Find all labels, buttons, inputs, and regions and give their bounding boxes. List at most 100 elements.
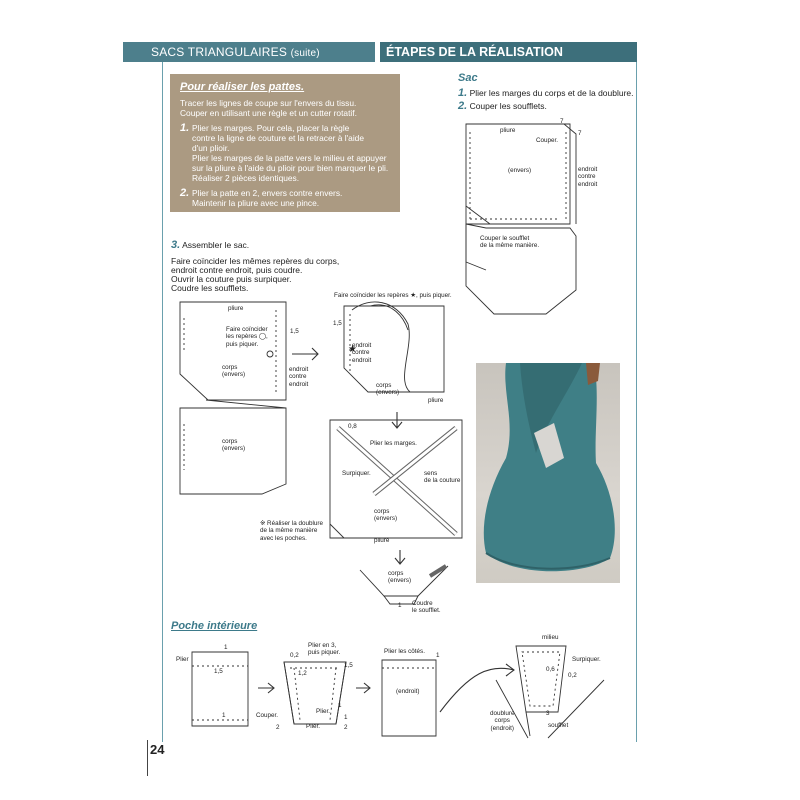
label-line: contre xyxy=(578,173,596,181)
label-line: corps xyxy=(374,508,390,515)
bag-photo-illustration xyxy=(483,363,615,572)
pattes-intro-1: Tracer les lignes de coupe sur l'envers … xyxy=(180,98,357,108)
pattes-step-2-line: Maintenir la pliure avec une pince. xyxy=(192,198,320,208)
label-line: corps xyxy=(222,438,238,445)
label-1-5: 1,5 xyxy=(290,328,299,335)
label-1-2: 1,2 xyxy=(298,670,307,677)
label-milieu: milieu xyxy=(542,634,559,641)
label-2: 2 xyxy=(344,724,348,731)
pattes-title: Pour réaliser les pattes. xyxy=(180,81,305,93)
label-line: (endroit) xyxy=(490,724,514,732)
label-line: (envers) xyxy=(374,515,398,523)
sac-diagram xyxy=(465,123,577,315)
assembly-diagram-2 xyxy=(343,301,445,393)
label-plier: Plier. xyxy=(306,723,320,730)
label-line: puis piquer. xyxy=(308,649,341,657)
label-7: 7 xyxy=(560,118,564,125)
label-plier-marges: Plier les marges. xyxy=(370,440,417,447)
arrow-right-1 xyxy=(292,347,319,361)
label-line: le soufflet. xyxy=(412,607,441,615)
label-1: 1 xyxy=(222,712,226,719)
header-left-text: SACS TRIANGULAIRES xyxy=(151,45,288,59)
label-pliure: pliure xyxy=(428,397,444,404)
sac-title: Sac xyxy=(458,72,478,84)
header-left-title: SACS TRIANGULAIRES (suite) xyxy=(123,42,375,62)
step3-heading: 3. Assembler le sac. xyxy=(171,239,250,251)
label-line: sens xyxy=(424,470,438,477)
label-endroit: (endroit) xyxy=(396,688,420,695)
label-pliure: pliure xyxy=(500,127,516,134)
pocket-arrow-3 xyxy=(439,667,515,713)
arrow-down-2 xyxy=(394,550,406,565)
label-envers: (envers) xyxy=(508,167,532,174)
header-right-title: ÉTAPES DE LA RÉALISATION xyxy=(380,42,637,62)
label-soufflet: soufflet xyxy=(548,722,569,729)
label-line: endroit xyxy=(578,180,598,188)
star-marker: ★ xyxy=(348,344,357,355)
label-line: les repères ◯, xyxy=(226,333,268,341)
label-corps: corps(envers) xyxy=(222,364,245,379)
label-line: Faire coïncider xyxy=(226,326,268,333)
step3-line: Faire coïncider les mêmes repères du cor… xyxy=(171,256,340,266)
label-corps: corps(envers) xyxy=(388,570,411,585)
label-0-6: 0,6 xyxy=(546,666,555,673)
label-1: 1 xyxy=(398,602,402,609)
pocket-diagram-a xyxy=(191,651,249,727)
pocket-arrow-2 xyxy=(356,682,371,694)
step3-line: endroit contre endroit, puis coudre. xyxy=(171,265,303,275)
label-plier: Plier xyxy=(176,656,189,663)
label-0-8: 0,8 xyxy=(348,423,357,430)
label-line: doublure xyxy=(490,710,515,717)
label-pliure: pliure xyxy=(228,305,244,312)
label-1: 1 xyxy=(338,702,342,709)
step3-title: Assembler le sac. xyxy=(182,240,250,250)
label-corps: corps(envers) xyxy=(374,508,397,523)
label-0-2: 0,2 xyxy=(290,652,299,659)
step3-num: 3. xyxy=(171,239,181,251)
label-line: puis piquer. xyxy=(226,340,259,348)
pattes-step-2-num: 2. xyxy=(180,187,190,199)
label-line: endroit xyxy=(289,366,309,373)
sac-step-2-num: 2. xyxy=(458,100,468,112)
label-line: endroit xyxy=(352,356,372,364)
assembly-diagram-3 xyxy=(329,419,463,539)
label-line: Couper le soufflet xyxy=(480,235,530,242)
label-line: (envers) xyxy=(222,445,246,453)
poche-title: Poche intérieure xyxy=(171,620,258,632)
label-couper: Couper. xyxy=(536,137,559,144)
label-line: endroit xyxy=(289,380,309,388)
page-number: 24 xyxy=(150,742,165,757)
bag-photo xyxy=(476,363,620,583)
label-line: de la couture xyxy=(424,477,461,485)
pattes-step-1-line: contre la ligne de couture et la retrace… xyxy=(192,133,364,143)
pattes-step-1-line: d'un plioir. xyxy=(192,143,230,153)
sac-step-1: 1. Plier les marges du corps et de la do… xyxy=(458,88,634,99)
sac-step-2-text: Couper les soufflets. xyxy=(469,101,547,111)
pattes-step-1-line: Réaliser 2 pièces identiques. xyxy=(192,173,300,183)
label-line: (envers) xyxy=(376,389,400,397)
pattes-step-2: 2. Plier la patte en 2, envers contre en… xyxy=(180,187,390,209)
pocket-arrow-1 xyxy=(258,682,275,694)
label-line: de la même manière xyxy=(260,527,318,535)
label-1-5: 1,5 xyxy=(344,662,353,669)
label-line: corps xyxy=(494,717,510,725)
label-line: endroit xyxy=(352,342,372,349)
pattes-step-1-line: Plier les marges de la patte vers le mil… xyxy=(192,153,387,163)
label-line: (envers) xyxy=(222,371,246,379)
assembly-diagram-4 xyxy=(359,564,449,605)
label-line: contre xyxy=(352,349,370,357)
header-suite: (suite) xyxy=(290,48,320,59)
step3-line: Ouvrir la couture puis surpiquer. xyxy=(171,274,292,284)
label-1: 1 xyxy=(344,714,348,721)
label-line: contre xyxy=(289,373,307,381)
label-repere-note: Faire coïncider les repères ★, puis piqu… xyxy=(334,292,452,299)
sac-step-1-text: Plier les marges du corps et de la doubl… xyxy=(469,88,634,98)
pattes-step-1-line: Plier les marges. Pour cela, placer la r… xyxy=(192,123,350,133)
pocket-diagram-b xyxy=(283,661,347,725)
